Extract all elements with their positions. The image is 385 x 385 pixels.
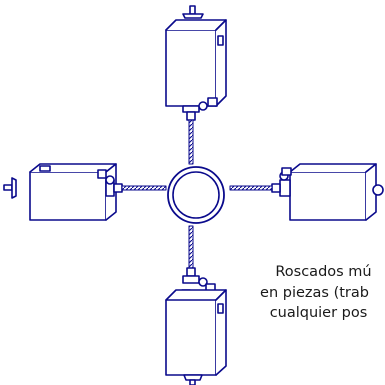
- tapping-unit-right: [229, 163, 384, 221]
- caption-line-2: en piezas (trab: [260, 284, 369, 301]
- caption-text: Roscados mú en piezas (trab cualquier po…: [244, 262, 385, 330]
- tapping-unit-left: [3, 163, 167, 221]
- tapping-unit-top: [165, 5, 227, 165]
- caption-line-1: Roscados mú: [275, 264, 372, 280]
- caption-line-3: cualquier pos: [269, 305, 368, 321]
- ring-workpiece: [167, 166, 225, 224]
- tapping-unit-bottom: [165, 225, 227, 385]
